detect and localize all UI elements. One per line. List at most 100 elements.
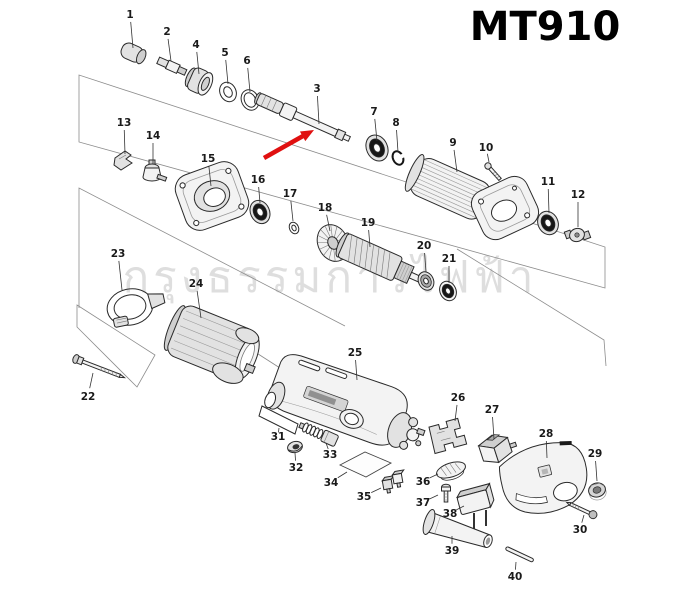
part-label-20: 20 [417,240,432,252]
part-label-10: 10 [479,142,494,154]
leader-line-38 [456,505,465,511]
leader-line-9 [453,149,458,173]
part-label-28: 28 [539,428,554,440]
part-14-drawing [142,159,168,182]
part-label-24: 24 [189,278,204,290]
part-17-drawing [288,221,300,235]
part-39-drawing [422,509,493,548]
part-label-8: 8 [392,117,399,129]
pointer-arrow [262,130,314,160]
part-25-drawing [264,354,426,450]
part-1-drawing [120,42,147,65]
part-label-21: 21 [442,253,457,265]
leader-line-4 [196,51,200,75]
leader-line-22 [89,372,94,389]
leader-line-5 [225,59,229,85]
leader-line-10 [486,153,490,163]
part-34-drawing [338,451,393,478]
part-24-drawing [163,305,260,384]
leader-line-18 [326,214,331,232]
part-label-36: 36 [416,476,431,488]
part-label-12: 12 [571,189,586,201]
part-36-drawing [436,461,466,481]
part-label-19: 19 [361,217,376,229]
part-label-15: 15 [201,153,216,165]
part-label-39: 39 [445,545,460,557]
part-label-32: 32 [289,462,304,474]
part-label-4: 4 [192,39,199,51]
part-40-drawing [505,546,534,563]
leader-line-1 [130,21,134,49]
leader-line-3 [317,95,320,125]
part-label-6: 6 [243,55,250,67]
part-27-drawing [477,434,518,464]
part-label-7: 7 [370,106,377,118]
part-label-9: 9 [449,137,456,149]
leader-line-20 [424,252,427,273]
part-label-33: 33 [323,449,338,461]
part-9-drawing [404,154,540,241]
part-label-22: 22 [81,391,96,403]
leader-line-19 [368,229,371,248]
part-5-drawing [219,81,237,103]
leader-line-8 [396,129,399,153]
leader-line-7 [374,118,378,142]
leader-line-16 [258,186,261,204]
part-31-drawing [258,405,299,435]
part-label-16: 16 [251,174,266,186]
leader-line-29 [595,460,598,482]
part-8-drawing [391,150,406,166]
part-label-17: 17 [283,188,298,200]
leader-line-30 [581,514,585,523]
part-23-drawing [106,288,166,328]
page-title: MT910 [470,4,621,50]
part-10-drawing [484,162,502,182]
leader-line-27 [492,416,495,440]
leader-line-26 [454,404,458,422]
part-label-2: 2 [163,26,170,38]
part-38-drawing [455,482,495,529]
part-22-drawing [72,354,127,379]
part-label-14: 14 [146,130,161,142]
leader-line-34 [337,471,348,479]
leader-line-2 [167,38,172,62]
part-33-drawing [298,422,339,447]
leader-line-13 [123,129,126,155]
leader-line-40 [515,561,517,570]
part-label-5: 5 [221,47,228,59]
leader-line-33 [325,442,329,450]
part-3-drawing [254,92,352,142]
leader-line-35 [371,487,382,493]
leader-line-6 [247,67,251,93]
part-16-drawing [249,199,271,225]
part-label-11: 11 [541,176,556,188]
part-11-drawing [537,210,559,236]
part-37-drawing [441,483,451,503]
part-2-drawing [156,56,188,76]
leader-line-36 [429,473,439,479]
part-15-drawing [174,161,250,231]
part-label-40: 40 [508,571,523,583]
part-30-drawing [565,501,598,520]
part-13-drawing [113,150,133,171]
part-20-drawing [417,271,435,291]
leader-line-24 [196,290,202,319]
part-label-3: 3 [313,83,320,95]
leader-line-37 [429,494,439,500]
part-32-drawing [287,440,303,454]
part-21-drawing [439,280,457,302]
part-35-drawing [381,469,405,494]
part-28-drawing [498,440,588,514]
part-label-13: 13 [117,117,132,129]
leader-line-31 [278,427,280,433]
part-label-25: 25 [348,347,363,359]
part-label-23: 23 [111,248,126,260]
part-12-drawing [563,227,592,243]
part-26-drawing [428,417,468,455]
part-label-37: 37 [416,497,431,509]
leader-line-28 [545,440,548,459]
part-label-27: 27 [485,404,500,416]
part-label-29: 29 [588,448,603,460]
